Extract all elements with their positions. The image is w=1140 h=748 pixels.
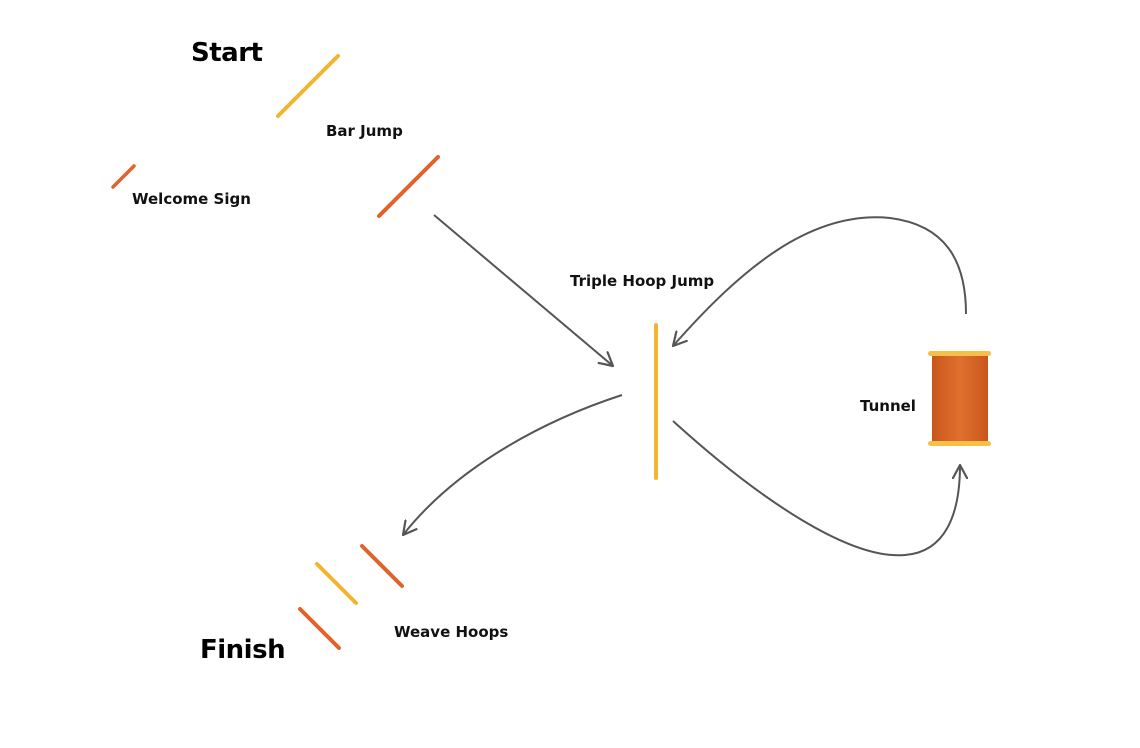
start-label: Start bbox=[191, 38, 263, 68]
welcome-sign-pole bbox=[111, 164, 136, 189]
arrow-bar-to-hoop bbox=[433, 214, 613, 366]
bar-jump-label: Bar Jump bbox=[326, 122, 403, 140]
finish-label: Finish bbox=[200, 635, 286, 665]
arrow-hoop-to-weave bbox=[403, 394, 623, 535]
arrow-tunnel-to-hoop bbox=[673, 216, 967, 346]
weave-hoop-pole-3 bbox=[298, 607, 341, 650]
weave-hoop-pole-2 bbox=[315, 562, 358, 605]
weave-hoops-label: Weave Hoops bbox=[394, 623, 509, 641]
weave-hoop-pole-1 bbox=[360, 544, 404, 588]
tunnel-icon bbox=[928, 351, 991, 446]
triple-hoop-jump-label: Triple Hoop Jump bbox=[570, 272, 715, 290]
bar-jump-pole-yellow bbox=[276, 54, 340, 118]
arrow-hoop-to-tunnel bbox=[672, 420, 960, 557]
tunnel-label: Tunnel bbox=[860, 397, 916, 415]
bar-jump-pole-orange bbox=[377, 155, 440, 218]
welcome-sign-label: Welcome Sign bbox=[132, 190, 251, 208]
